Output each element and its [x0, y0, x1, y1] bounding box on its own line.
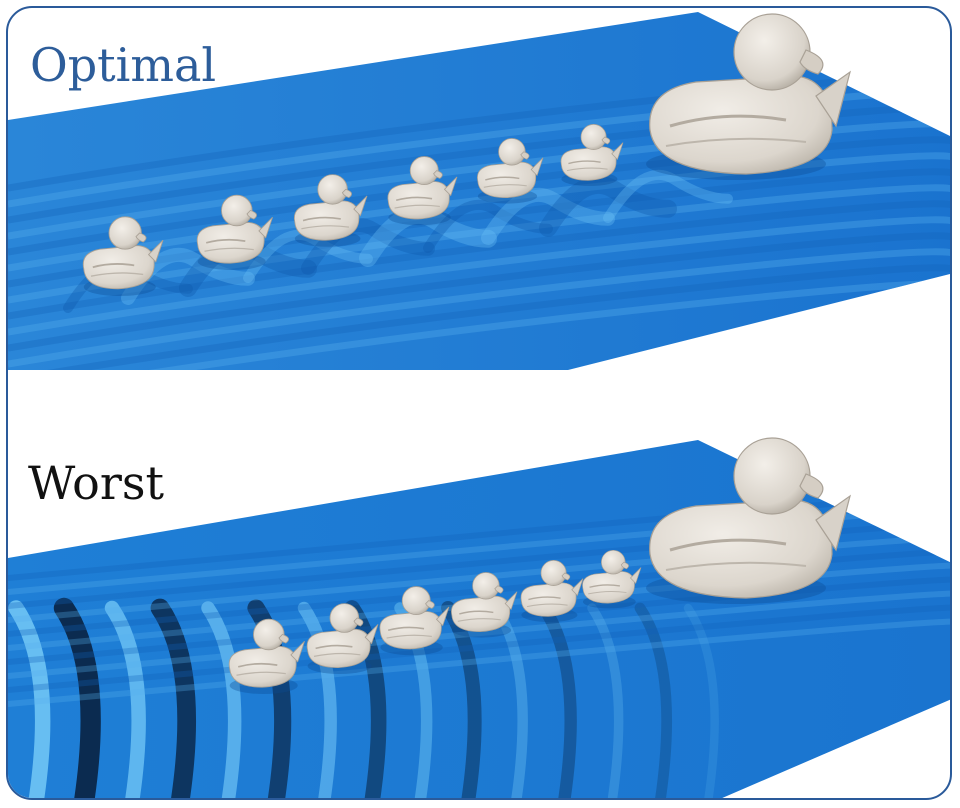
wake-streak: [8, 248, 950, 368]
wave-crest: [8, 600, 51, 798]
bottom-duck-formation: [228, 437, 851, 694]
wake-streak: [8, 576, 950, 665]
duckling-2: [306, 603, 379, 674]
panel-label-optimal: Optimal: [30, 38, 217, 92]
duckling-5: [520, 560, 584, 622]
wave-trough: [150, 598, 197, 798]
wave-ripple: [423, 199, 553, 253]
wave-crest: [683, 603, 719, 798]
mother-duck: [646, 437, 851, 604]
wake-streak: [8, 152, 950, 272]
duckling-2: [196, 194, 273, 270]
duckling-6: [582, 549, 642, 609]
wake-streak: [8, 200, 950, 320]
wave-crest: [587, 603, 624, 798]
duckling-5: [477, 138, 544, 204]
wave-ripple: [603, 169, 733, 223]
wake-streak: [8, 590, 950, 679]
wake-streak: [8, 618, 950, 707]
wave-ripple: [359, 205, 497, 267]
wake-streak: [8, 184, 950, 304]
wave-trough: [537, 601, 577, 798]
duckling-4: [387, 156, 458, 226]
mother-duck: [646, 13, 851, 180]
figure-frame: Optimal Worst: [6, 6, 952, 800]
duckling-3: [379, 586, 450, 656]
wave-ripple: [481, 187, 615, 245]
duckling-1: [82, 216, 164, 296]
wave-ripple: [301, 217, 435, 275]
duckling-3: [293, 174, 368, 247]
wave-trough: [53, 597, 101, 798]
duckling-4: [451, 572, 518, 638]
scene-canvas: [8, 12, 950, 798]
wave-crest: [297, 601, 337, 798]
wave-crest: [104, 600, 146, 798]
wake-streak: [8, 232, 950, 352]
wave-trough: [634, 602, 673, 798]
wake-streak: [8, 280, 950, 370]
wake-streak: [8, 604, 950, 693]
wave-ripple: [539, 175, 677, 237]
wake-streak: [8, 168, 950, 288]
wave-crest: [201, 601, 242, 798]
wake-streak: [8, 264, 950, 370]
top-duck-formation: [82, 13, 851, 296]
wake-streak: [8, 216, 950, 336]
duckling-6: [560, 124, 624, 186]
duckling-1: [228, 618, 305, 694]
panel-label-worst: Worst: [28, 456, 164, 510]
